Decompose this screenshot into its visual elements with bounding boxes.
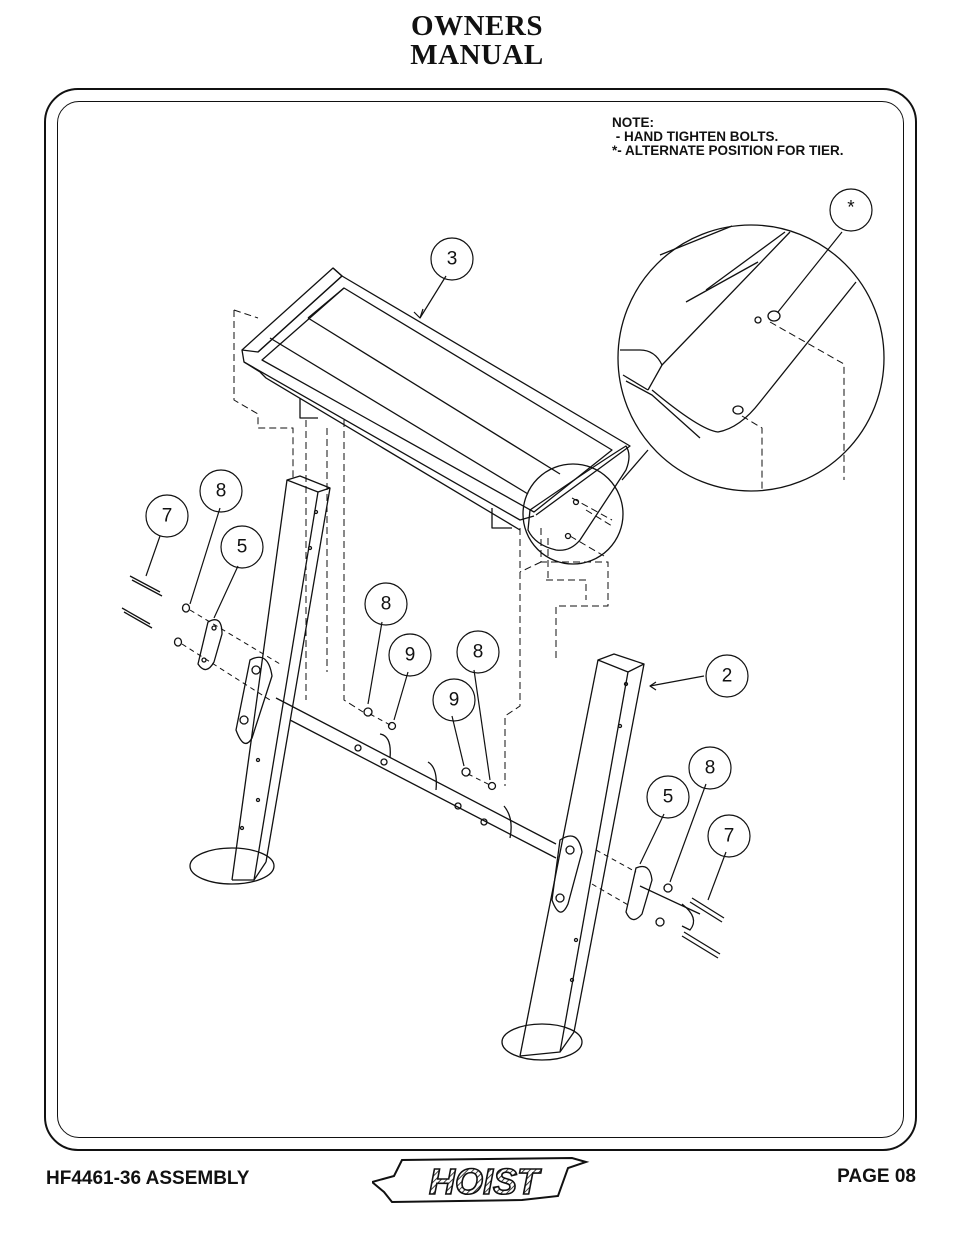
- right-upright: [501, 653, 645, 1061]
- callout-9-center-right: 9: [449, 690, 460, 711]
- title-line-1: OWNERS: [411, 10, 543, 42]
- callout-8-center-right: 8: [473, 642, 484, 663]
- assembly-guide-lines: [233, 309, 613, 786]
- callout-5-left: 5: [237, 537, 248, 558]
- callout-alternate-star: *: [847, 198, 855, 219]
- left-bracket-plate: [235, 656, 273, 745]
- callout-7-left: 7: [162, 506, 173, 527]
- page-number: PAGE 08: [837, 1166, 916, 1187]
- logo-text: HOIST: [429, 1161, 542, 1202]
- diagram-frame-outer: [44, 88, 917, 1151]
- callout-7-right: 7: [724, 826, 735, 847]
- left-fasteners: [121, 575, 223, 671]
- callout-8-center-left: 8: [381, 594, 392, 615]
- callout-leaders: [145, 231, 843, 901]
- diagram-frame-inner: [57, 101, 904, 1138]
- right-bracket-plate: [551, 835, 583, 913]
- callout-9-center-left: 9: [405, 645, 416, 666]
- left-upright: [189, 475, 331, 885]
- callout-5-right: 5: [663, 787, 674, 808]
- callout-8-right: 8: [705, 758, 716, 779]
- cross-tube: [275, 697, 701, 931]
- tray-part-3: [241, 267, 631, 551]
- page-title: OWNERS MANUAL: [0, 12, 954, 70]
- right-fasteners: [625, 865, 725, 959]
- assembly-model-label: HF4461-36 ASSEMBLY: [46, 1168, 250, 1189]
- callout-3: 3: [447, 249, 458, 270]
- callout-2: 2: [722, 666, 733, 687]
- detail-magnifier: [522, 224, 885, 565]
- hoist-logo: HOIST: [372, 1156, 590, 1204]
- assembly-note: NOTE: - HAND TIGHTEN BOLTS. *- ALTERNATE…: [612, 115, 844, 158]
- callout-circles: [145, 188, 873, 858]
- title-line-2: MANUAL: [410, 39, 544, 71]
- center-fasteners: [354, 707, 497, 826]
- callout-8-left: 8: [216, 481, 227, 502]
